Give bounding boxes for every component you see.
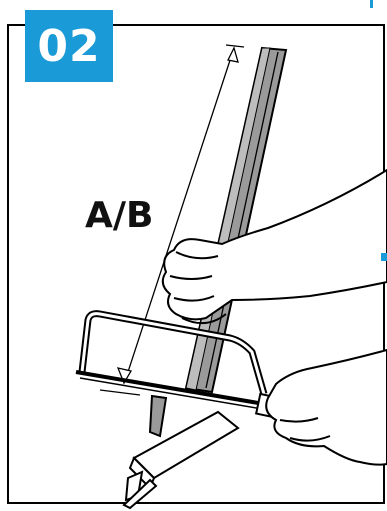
step-badge: 02 [25,10,113,82]
profile-cut-end [124,396,238,508]
upper-hand [163,170,387,323]
dimension-label: A/B [85,195,153,236]
lower-hand [266,350,387,465]
hacksaw [76,314,282,418]
accent-mark-side [381,253,387,261]
step-number: 02 [37,21,100,72]
